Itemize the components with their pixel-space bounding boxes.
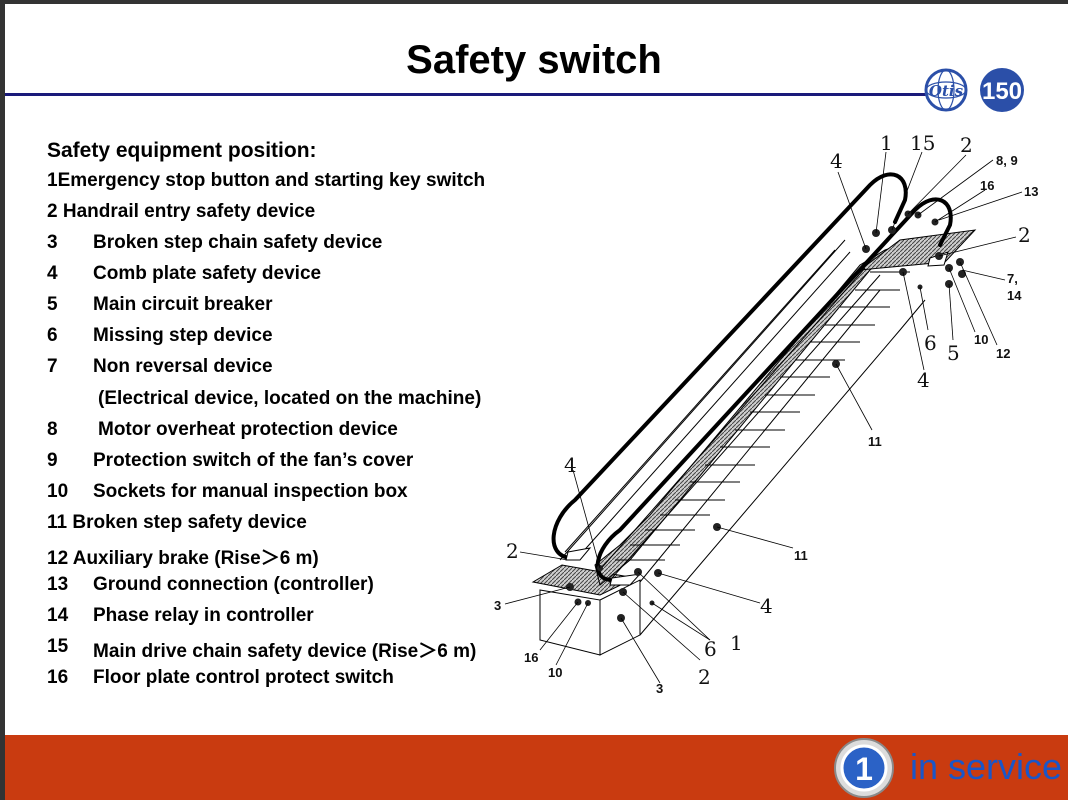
list-heading: Safety equipment position: [47,139,317,162]
list-item: 6 Missing step device [47,325,273,347]
label-12-mid: 12 [996,346,1010,361]
item-number: 4 [47,263,58,284]
badge-number: 1 [855,751,873,787]
item-text: Main circuit breaker [93,294,273,315]
window-frame-left [0,0,5,800]
label-5-mid: 5 [947,341,960,365]
list-item: 9 Protection switch of the fan’s cover [47,450,413,472]
item-text: Emergency stop button and starting key s… [57,170,486,191]
list-item: 13 Ground connection (controller) [47,574,374,596]
item-text: Missing step device [93,325,273,346]
item-text: Motor overheat protection device [98,419,398,440]
list-item: 4 Comb plate safety device [47,263,321,285]
item-text: Comb plate safety device [93,263,322,284]
label-1-top: 1 [880,131,893,155]
label-2-left: 2 [506,539,519,563]
diagram-labels: 4 1 15 2 8, 9 16 13 2 7, 14 6 5 10 12 4 … [494,131,1038,696]
item-text: Broken step safety device [72,512,307,533]
label-2-bottom: 2 [698,665,711,689]
item-number: 7 [47,356,58,377]
number-one-badge-icon: 1 [834,738,894,798]
label-3-left: 3 [494,598,501,613]
list-item: 10 Sockets for manual inspection box [47,481,408,503]
item-number: 9 [47,450,58,471]
label-10-bottom: 10 [548,665,562,680]
label-3-bottom: 3 [656,681,663,696]
item-number: 12 [47,548,69,569]
item-number: 14 [47,605,69,626]
label-8-9: 8, 9 [996,153,1018,168]
label-4-mid: 4 [917,368,930,392]
item-text: (Electrical device, located on the machi… [98,388,482,409]
handrails [551,172,953,582]
item-text: Broken step chain safety device [93,232,383,253]
label-7-14-b: 14 [1007,288,1022,303]
list-item: 7 Non reversal device [47,356,273,378]
label-4-top: 4 [830,149,843,173]
label-6-bottom: 6 [704,637,717,661]
item-text: Non reversal device [93,356,273,377]
item-text: Floor plate control protect switch [93,667,394,688]
item-text: Protection switch of the fan’s cover [93,450,414,471]
item-text: Auxiliary brake (Rise＞6 m) [72,548,319,569]
anniversary-logo-text: 150 [982,78,1022,105]
lower-landing [531,564,641,656]
label-1-bottom: 1 [730,631,743,655]
list-item: 8 Motor overheat protection device [47,419,398,441]
label-13-top: 13 [1024,184,1038,199]
item-number: 13 [47,574,69,595]
otis-logo-text: Otis [929,82,964,100]
list-item: 12 Auxiliary brake (Rise＞6 m) [47,543,319,570]
escalator-truss [559,239,926,636]
footer-bar [5,735,1068,800]
item-text: Handrail entry safety device [62,201,316,222]
item-text: Main drive chain safety device (Rise＞6 m… [93,641,477,662]
label-11-lower: 11 [794,548,808,563]
label-2-right: 2 [1018,223,1031,247]
label-4-bottom: 4 [760,594,773,618]
list-item: 16 Floor plate control protect switch [47,667,394,689]
label-11-upper: 11 [868,434,882,449]
item-number: 6 [47,325,58,346]
label-7-14-a: 7, [1007,271,1018,286]
item-number: 2 [47,201,58,222]
label-15-top: 15 [910,131,935,155]
title-underline [5,93,935,96]
item-number: 15 [47,636,69,657]
otis-150-logo: Otis 150 [924,68,1024,112]
item-number: 10 [47,481,69,502]
device-markers [566,210,966,622]
item-text: Phase relay in controller [93,605,314,626]
footer-slogan: in service [910,746,1063,787]
list-item: 2 Handrail entry safety device [47,201,315,223]
label-16-top: 16 [980,178,994,193]
item-number: 5 [47,294,58,315]
item-number: 1 [47,170,58,191]
list-item: 11 Broken step safety device [47,512,307,534]
list-item: 5 Main circuit breaker [47,294,273,316]
label-2-top: 2 [960,133,973,157]
item-number: 16 [47,667,69,688]
comb-plates [565,251,949,586]
item-number: 11 [47,512,68,533]
leader-lines [504,151,1023,684]
list-item: 14 Phase relay in controller [47,605,314,627]
label-6-mid: 6 [924,331,937,355]
list-item: 15 Main drive chain safety device (Rise＞6… [47,636,476,662]
escalator-diagram: 4 1 15 2 8, 9 16 13 2 7, 14 6 5 10 12 4 … [494,131,1038,696]
label-10-mid: 10 [974,332,988,347]
list-item: 3 Broken step chain safety device [47,232,382,254]
item-text: Sockets for manual inspection box [93,481,408,502]
label-16-bottom: 16 [524,650,538,665]
balustrade [564,249,881,579]
item-text: Ground connection (controller) [93,574,374,595]
window-frame-top [0,0,1068,4]
label-4-left: 4 [564,453,577,477]
escalator-steps [594,229,977,586]
list-item: 1Emergency stop button and starting key … [47,170,485,192]
page-title: Safety switch [406,38,662,82]
item-number: 3 [47,232,58,253]
item-number: 8 [47,419,58,440]
